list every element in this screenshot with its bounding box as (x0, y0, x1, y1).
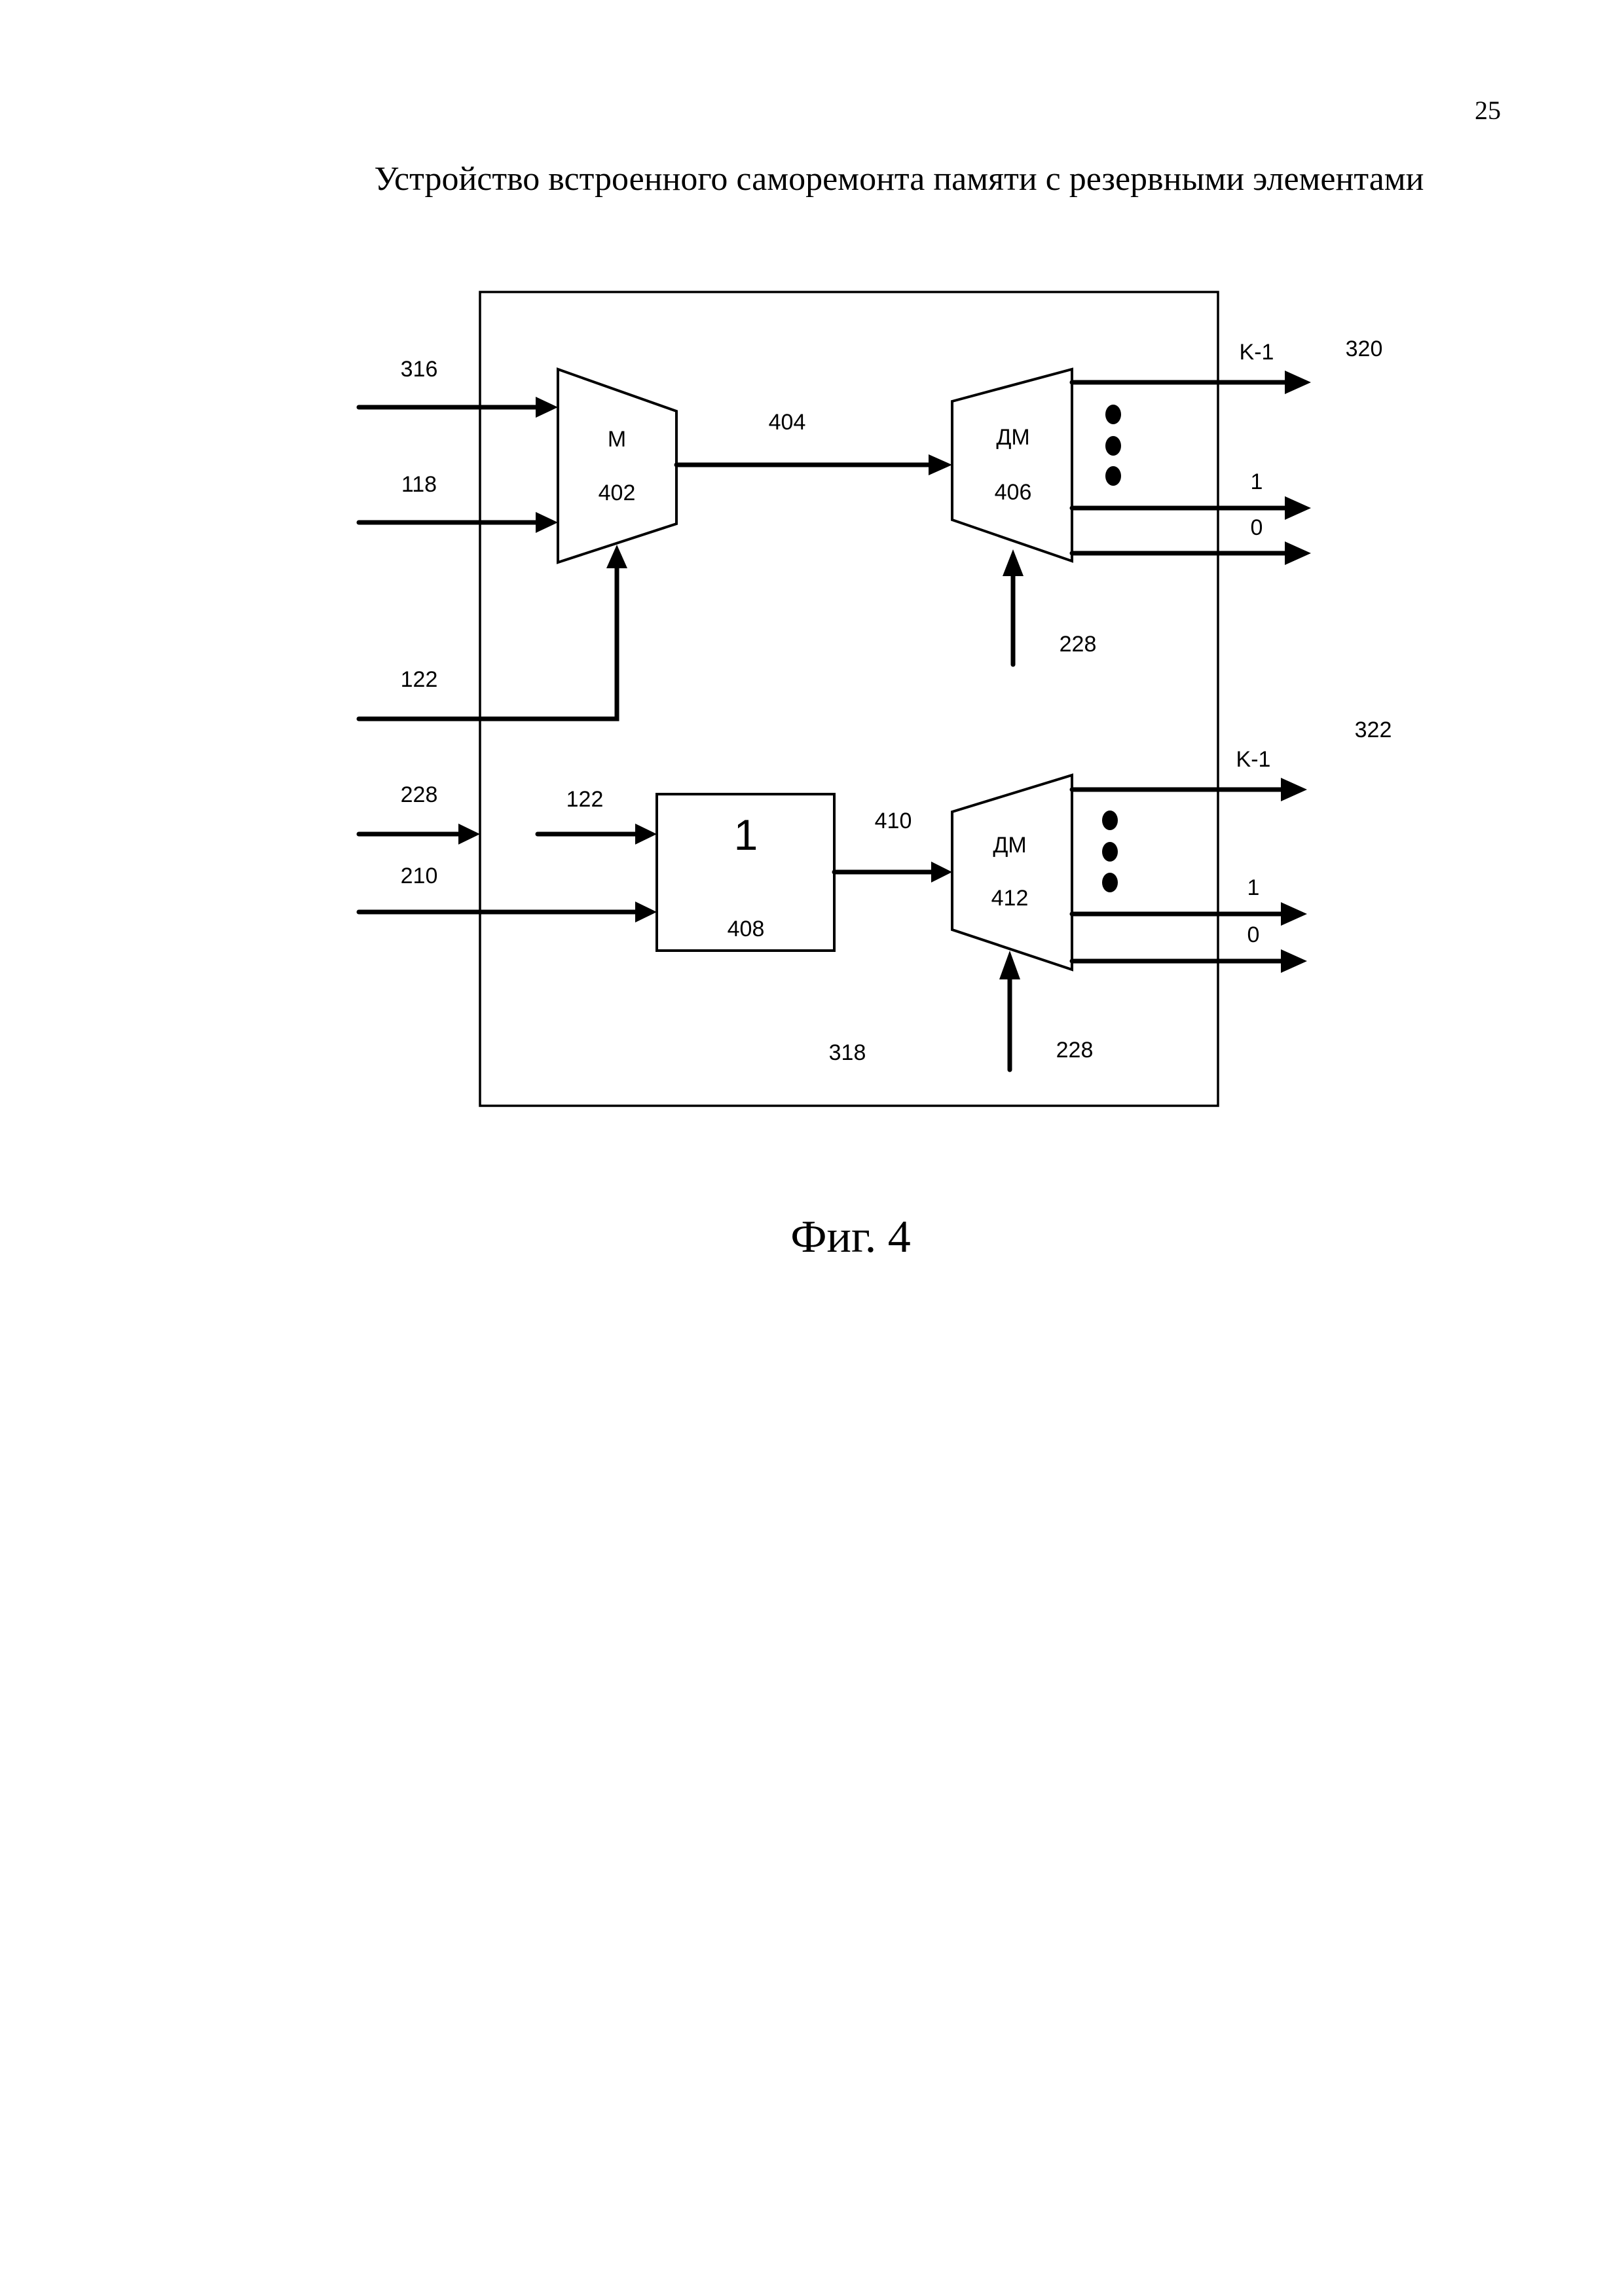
demultiplexer-412 (952, 775, 1072, 970)
output-group-label-320: 320 (1346, 337, 1383, 361)
ellipsis-dots-top (1105, 405, 1121, 486)
output-arrow-top-k-1 (1072, 371, 1311, 394)
multiplexer-id: 402 (599, 481, 636, 505)
demultiplexer-406 (952, 369, 1072, 561)
output-arrow-bottom-k-1 (1072, 778, 1307, 801)
demux-406-symbol: ДМ (996, 425, 1029, 450)
demux-412-id: 412 (991, 886, 1029, 911)
logic-block-id: 408 (728, 917, 765, 941)
multiplexer-symbol: М (608, 427, 626, 452)
arrow-input-118 (359, 512, 558, 533)
arrow-inner-122 (538, 824, 657, 845)
arrow-link-410 (834, 862, 952, 883)
multiplexer-402 (558, 369, 676, 562)
signal-label-122: 122 (401, 667, 438, 692)
signal-label-316: 316 (401, 357, 438, 382)
signal-label-228-bottom: 228 (1056, 1038, 1094, 1063)
arrow-input-228 (359, 824, 480, 845)
arrow-input-316 (359, 397, 558, 418)
signal-label-410: 410 (875, 809, 912, 833)
page-title: Устройство встроенного саморемонта памят… (374, 160, 1424, 198)
logic-block-symbol: 1 (734, 811, 758, 859)
arrow-control-228-bottom (999, 951, 1020, 1070)
signal-label-404: 404 (769, 410, 806, 435)
signal-label-210: 210 (401, 864, 438, 888)
demux-412-symbol: ДМ (993, 833, 1026, 858)
ellipsis-dots-bottom (1102, 811, 1118, 892)
arrow-link-404 (676, 454, 952, 475)
signal-label-228-left: 228 (401, 782, 438, 807)
page-number: 25 (1475, 96, 1501, 125)
outer-block-label-318: 318 (829, 1040, 866, 1065)
output-arrow-top-1 (1072, 496, 1311, 520)
arrow-input-122 (359, 545, 627, 719)
signal-label-122-inner: 122 (566, 787, 604, 812)
signal-label-118: 118 (401, 472, 437, 497)
figure-caption: Фиг. 4 (790, 1212, 911, 1262)
arrow-control-228-top (1003, 549, 1024, 665)
signal-label-228-top: 228 (1060, 632, 1097, 657)
arrow-input-210 (359, 902, 657, 922)
output-label-top-k-1: K-1 (1240, 340, 1274, 365)
output-arrow-top-0 (1072, 541, 1311, 565)
output-label-bottom-0: 0 (1247, 922, 1260, 947)
output-label-top-0: 0 (1251, 515, 1263, 540)
output-group-label-322: 322 (1355, 718, 1392, 742)
output-arrow-bottom-1 (1072, 902, 1307, 926)
output-label-bottom-k-1: K-1 (1236, 747, 1271, 772)
output-arrow-bottom-0 (1072, 949, 1307, 973)
output-label-top-1: 1 (1251, 469, 1263, 494)
demux-406-id: 406 (995, 480, 1032, 505)
output-label-bottom-1: 1 (1247, 875, 1260, 900)
